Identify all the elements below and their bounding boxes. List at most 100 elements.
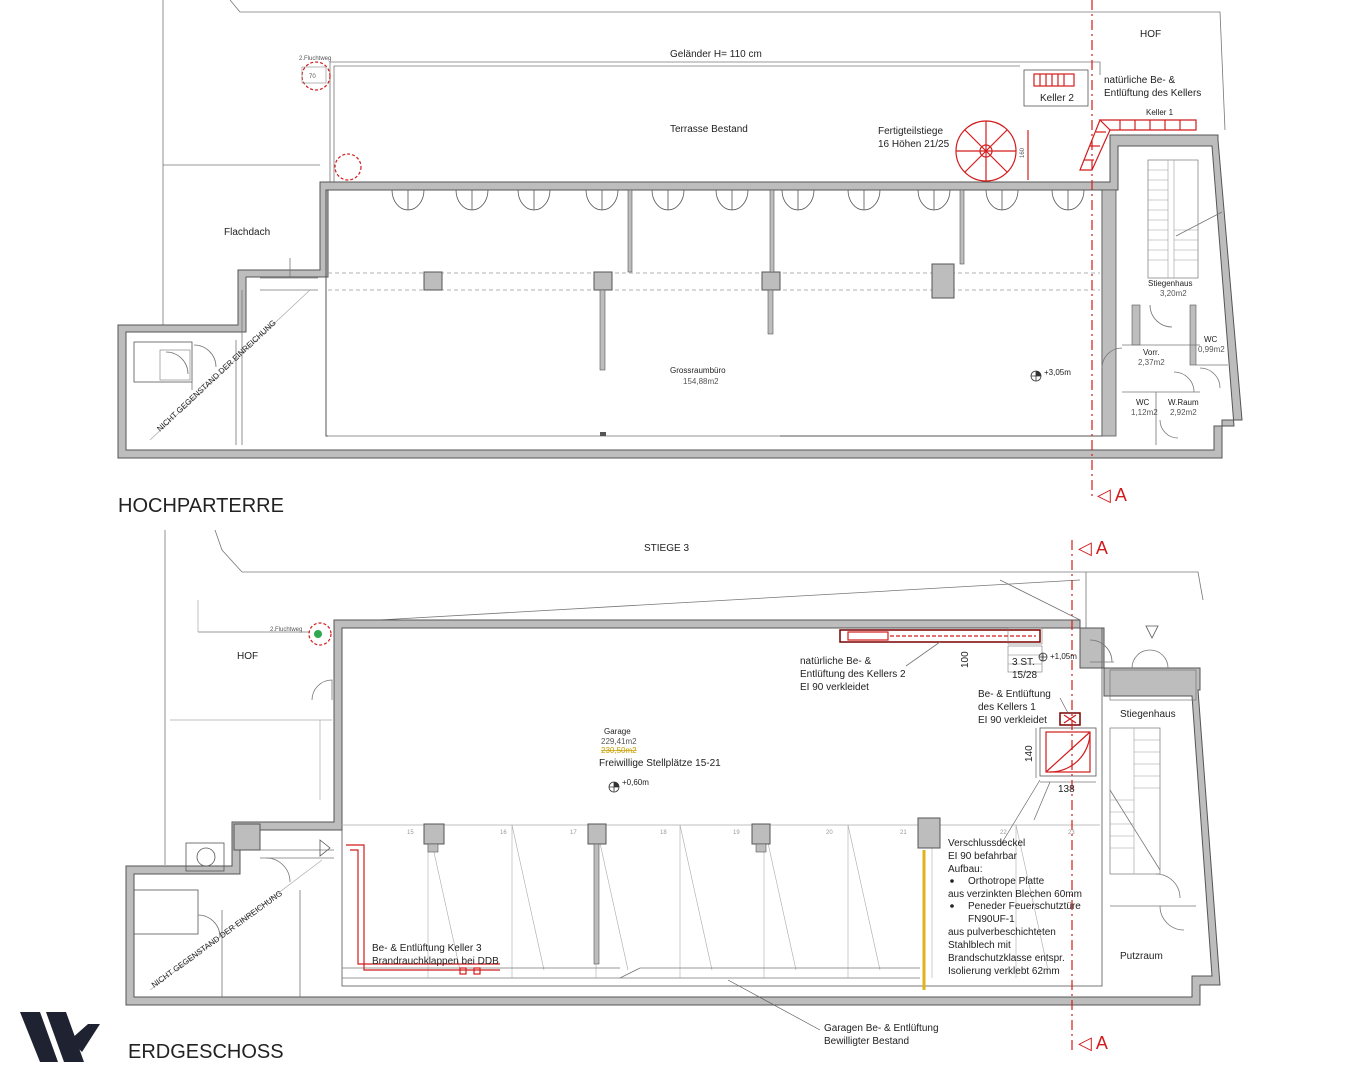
label-gelaender: Geländer H= 110 cm [670, 49, 762, 60]
title-hochparterre: HOCHPARTERRE [118, 495, 284, 517]
label-k2-3: EI 90 verkleidet [800, 682, 869, 693]
label-aufbau: Aufbau: [948, 864, 982, 875]
label-k3-1: Be- & Entlüftung Keller 3 [372, 943, 482, 954]
label-wc-a-area: 0,99m2 [1198, 345, 1225, 354]
label-keller2: Keller 2 [1040, 93, 1074, 104]
small-stair-area [1007, 639, 1114, 673]
label-k1-3: EI 90 verkleidet [978, 715, 1047, 726]
label-garage-area: 229,41m2 [601, 737, 637, 746]
escape-marker-bottom [308, 622, 332, 646]
label-stiegenhaus-area-top: 3,20m2 [1160, 289, 1187, 298]
label-flachdach: Flachdach [224, 227, 270, 238]
label-natuerlich-2: Entlüftung des Kellers [1104, 88, 1201, 99]
spot-number: 23 [1068, 830, 1075, 836]
elevation-marker-icon [608, 652, 1048, 793]
spot-number: 17 [570, 830, 577, 836]
label-stair-dim: 160 [1020, 147, 1026, 158]
label-k1-1: Be- & Entlüftung [978, 689, 1051, 700]
label-verschluss-1: Verschlussdeckel [948, 838, 1025, 849]
label-wc-b-area: 1,12m2 [1131, 408, 1158, 417]
title-erdgeschoss: ERDGESCHOSS [128, 1041, 284, 1063]
leader-lines [727, 697, 1069, 1031]
label-stair-1: 3 ST. [1012, 657, 1035, 668]
w-logo-icon [20, 1012, 100, 1062]
spot-number: 15 [407, 830, 414, 836]
label-putzraum: Putzraum [1120, 951, 1163, 962]
label-elevation-top: +3,05m [1044, 368, 1071, 377]
parking-spot-numbers: 15 16 17 18 19 20 21 22 23 [407, 830, 1075, 836]
label-fluchtweg-num: 70 [309, 74, 316, 80]
label-desc-3: Brandschutzklasse entspr. [948, 953, 1065, 964]
label-natuerlich-1: natürliche Be- & [1104, 75, 1175, 86]
label-fertigteilstiege-2: 16 Höhen 21/25 [878, 139, 950, 150]
section-mark-bottom-bottom: ◁ A [1078, 1033, 1108, 1053]
label-elevation-060: +0,60m [622, 778, 649, 787]
label-stiegenhaus-bottom: Stiegenhaus [1120, 709, 1176, 720]
label-garage-area-old: 230,50m2 [601, 746, 637, 755]
label-fluchtweg-top: 2.Fluchtweg [299, 56, 331, 62]
keller1-shaft [1033, 712, 1097, 821]
ventilation-keller3 [319, 839, 500, 975]
label-stiegenhaus-top: Stiegenhaus [1148, 279, 1192, 288]
label-nicht-gegenstand-top: NICHT GEGENSTAND DER EINREICHUNG [155, 318, 278, 433]
label-desc-1: aus pulverbeschichteten [948, 927, 1056, 938]
section-mark-top-plan: ◁ A [1097, 485, 1127, 505]
label-k1-2: des Kellers 1 [978, 702, 1036, 713]
spot-number: 18 [660, 830, 667, 836]
label-desc-2: Stahlblech mit [948, 940, 1011, 951]
label-hof-top: HOF [1140, 29, 1161, 40]
plan-hochparterre: HOF Geländer H= 110 cm 2.Fluchtweg 70 Te… [117, 0, 1243, 517]
label-fluchtweg-bottom: 2.Fluchtweg [270, 627, 302, 633]
label-garagen-2: Bewilligter Bestand [824, 1036, 909, 1047]
label-wc-b: WC [1136, 398, 1150, 407]
spot-number: 21 [900, 830, 907, 836]
spot-number: 22 [1000, 830, 1007, 836]
label-wraum-area: 2,92m2 [1170, 408, 1197, 417]
label-stellplaetze: Freiwillige Stellplätze 15-21 [599, 758, 721, 769]
label-bullet-1a: Orthotrope Platte [968, 876, 1045, 887]
label-grossraum-area: 154,88m2 [683, 377, 719, 386]
label-grossraum: Grossraumbüro [670, 366, 726, 375]
label-bullet-2b: FN90UF-1 [968, 914, 1015, 925]
stairwell-bottom [1109, 625, 1197, 931]
label-nicht-gegenstand-bottom: NICHT GEGENSTAND DER EINREICHUNG [150, 889, 284, 990]
parking-dividers [427, 824, 1049, 978]
label-bullet-2a: Peneder Feuerschutztüre [968, 901, 1081, 912]
left-service-rooms-top [133, 258, 318, 445]
label-hof-bottom: HOF [237, 651, 258, 662]
label-dim-100: 100 [960, 651, 971, 668]
plan-erdgeschoss: STIEGE 3 ◁ A 2.Fluchtweg HOF natürliche … [125, 529, 1221, 1063]
label-k2-2: Entlüftung des Kellers 2 [800, 669, 906, 680]
section-mark-bottom-top: ◁ A [1078, 538, 1108, 558]
label-desc-4: Isolierung verklebt 62mm [948, 966, 1060, 977]
label-verschluss-2: EI 90 befahrbar [948, 851, 1018, 862]
label-garagen-1: Garagen Be- & Entlüftung [824, 1023, 939, 1034]
wall-hochparterre-main [117, 134, 1243, 459]
label-bullet-1b: aus verzinkten Blechen 60mm [948, 889, 1082, 900]
label-stiege3: STIEGE 3 [644, 543, 689, 554]
label-dim-140: 140 [1024, 745, 1035, 762]
escape-route-elements-top [301, 61, 1197, 182]
label-stair-2: 15/28 [1012, 670, 1037, 681]
label-vorr-area: 2,37m2 [1138, 358, 1165, 367]
spot-number: 20 [826, 830, 833, 836]
spot-number: 16 [500, 830, 507, 836]
spot-number: 19 [733, 830, 740, 836]
label-wraum: W.Raum [1168, 398, 1199, 407]
label-elevation-105: +1,05m [1050, 652, 1077, 661]
label-terrasse: Terrasse Bestand [670, 124, 748, 135]
label-dim-138: 138 [1058, 784, 1075, 795]
ventilation-keller2 [839, 627, 1043, 667]
label-wc-a: WC [1204, 335, 1218, 344]
facade-doors-top [391, 189, 1085, 211]
label-vorr: Vorr. [1143, 348, 1159, 357]
label-k2-1: natürliche Be- & [800, 656, 871, 667]
wall-erdgeschoss-main [125, 619, 1221, 1006]
elevation-marker-icon [1030, 370, 1042, 382]
left-service-rooms-bottom [133, 679, 334, 997]
label-garage: Garage [604, 727, 631, 736]
label-fertigteilstiege-1: Fertigteilstiege [878, 126, 943, 137]
stairwell-wc-block-top [1101, 159, 1228, 445]
label-keller1: Keller 1 [1146, 108, 1174, 117]
